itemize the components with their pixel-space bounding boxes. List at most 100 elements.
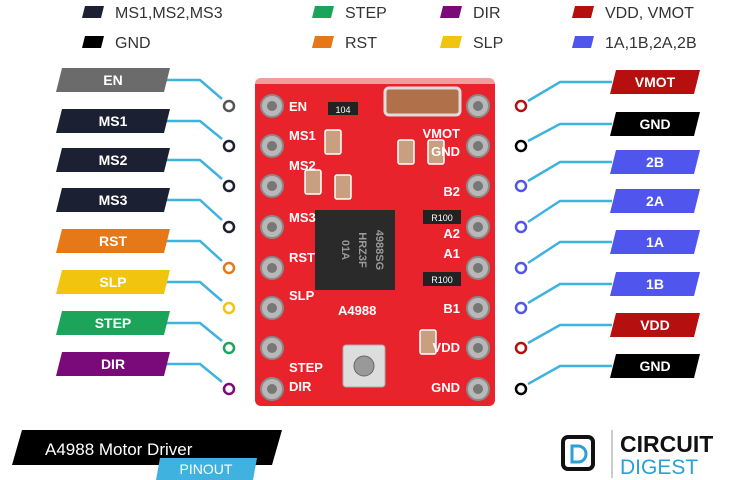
pin-marker: [514, 341, 528, 355]
capacitor: [383, 86, 462, 117]
logo-line1: CIRCUIT: [620, 431, 713, 457]
pin-label-gnd: [610, 112, 700, 136]
pin-label-en: [56, 68, 170, 92]
legend-label: VDD, VMOT: [605, 5, 694, 22]
silk-label: A1: [443, 246, 460, 261]
legend-swatch: [440, 6, 462, 18]
header-pin-hole: [267, 141, 277, 151]
header-pin-hole: [267, 343, 277, 353]
legend-swatch: [572, 36, 594, 48]
legend-swatch: [572, 6, 594, 18]
connector-line: [165, 362, 223, 383]
header-pin-hole: [473, 343, 483, 353]
connector-line: [527, 282, 612, 305]
legend-label: SLP: [473, 35, 503, 52]
connector-line: [165, 321, 223, 342]
logo-d-icon: [570, 444, 588, 464]
header-pin-hole: [267, 222, 277, 232]
pin-label-text: 1A: [646, 234, 664, 250]
header-pin-hole: [473, 141, 483, 151]
connector-line: [165, 239, 223, 262]
pin-marker: [514, 99, 528, 113]
pin-label-rst: [56, 229, 170, 253]
a4988-board: 4988SGHRZ3F01A104R100R100A4988ENMS1MS2MS…: [255, 78, 495, 406]
chip-marking: HRZ3F: [356, 232, 368, 268]
subtitle-banner: [156, 458, 257, 480]
pin-label-ms3: [56, 188, 170, 212]
pin-label-text: RST: [99, 233, 127, 249]
header-pin-hole: [473, 222, 483, 232]
logo-line2: DIGEST: [620, 456, 698, 479]
connector-line: [527, 323, 612, 345]
legend-swatch: [440, 36, 462, 48]
pin-label-text: 1B: [646, 276, 664, 292]
connector-line: [527, 122, 612, 143]
legend-label: MS1,MS2,MS3: [115, 5, 223, 22]
resistor-label: R100: [431, 275, 453, 285]
legend-swatch: [312, 36, 334, 48]
board-model: A4988: [338, 303, 376, 318]
pin-label-ms2: [56, 148, 170, 172]
header-pin-hole: [473, 181, 483, 191]
smd-capacitor: [427, 139, 445, 165]
legend-label: DIR: [473, 5, 501, 22]
pin-label-text: MS1: [99, 113, 128, 129]
pin-marker: [222, 261, 236, 275]
pin-marker: [222, 301, 236, 315]
legend-swatch: [312, 6, 334, 18]
potentiometer-knob: [353, 355, 375, 377]
connector-line: [527, 199, 612, 224]
chip-marking: 01A: [339, 240, 351, 260]
connector-line: [165, 158, 223, 180]
header-pin-hole: [267, 263, 277, 273]
silk-label: VDD: [433, 340, 460, 355]
header-pin-hole: [267, 101, 277, 111]
pin-label-text: MS2: [99, 152, 128, 168]
pin-label-gnd: [610, 354, 700, 378]
pin-marker: [514, 220, 528, 234]
silk-label: SLP: [289, 288, 315, 303]
connector-line: [165, 78, 223, 100]
resistor: [423, 272, 461, 286]
pin-label-text: 2B: [646, 154, 664, 170]
pin-label-text: DIR: [101, 356, 125, 372]
pin-label-step: [56, 311, 170, 335]
pin-marker: [222, 341, 236, 355]
silk-label: B2: [443, 184, 460, 199]
chip-marking: 4988SG: [373, 230, 385, 270]
silk-label: MS3: [289, 210, 316, 225]
header-pin-hole: [473, 263, 483, 273]
header-pin-hole: [267, 384, 277, 394]
connector-line: [165, 280, 223, 302]
pin-label-ms1: [56, 109, 170, 133]
smd-capacitor: [304, 169, 322, 195]
pin-label-vmot: [610, 70, 700, 94]
pin-label-text: GND: [639, 358, 670, 374]
pin-label-dir: [56, 352, 170, 376]
pin-label-vdd: [610, 313, 700, 337]
pin-label-text: STEP: [95, 315, 132, 331]
legend-label: STEP: [345, 5, 387, 22]
silk-label: STEP: [289, 360, 323, 375]
pin-label-slp: [56, 270, 170, 294]
silk-label: DIR: [289, 379, 312, 394]
silk-label: B1: [443, 301, 460, 316]
pin-label-text: GND: [639, 116, 670, 132]
pcb-edge: [255, 78, 495, 84]
smd-capacitor: [397, 139, 415, 165]
pin-marker: [514, 179, 528, 193]
legend-swatch: [82, 36, 104, 48]
connector-line: [527, 80, 612, 103]
pin-marker: [222, 179, 236, 193]
silk-label: MS2: [289, 158, 316, 173]
connector-line: [527, 160, 612, 183]
legend-label: GND: [115, 35, 151, 52]
smd-capacitor: [419, 329, 437, 355]
pin-label-text: 2A: [646, 193, 664, 209]
resistor-label: 104: [335, 105, 350, 115]
connector-line: [165, 119, 223, 140]
resistor: [328, 102, 358, 115]
silk-label: VMOT: [422, 126, 460, 141]
